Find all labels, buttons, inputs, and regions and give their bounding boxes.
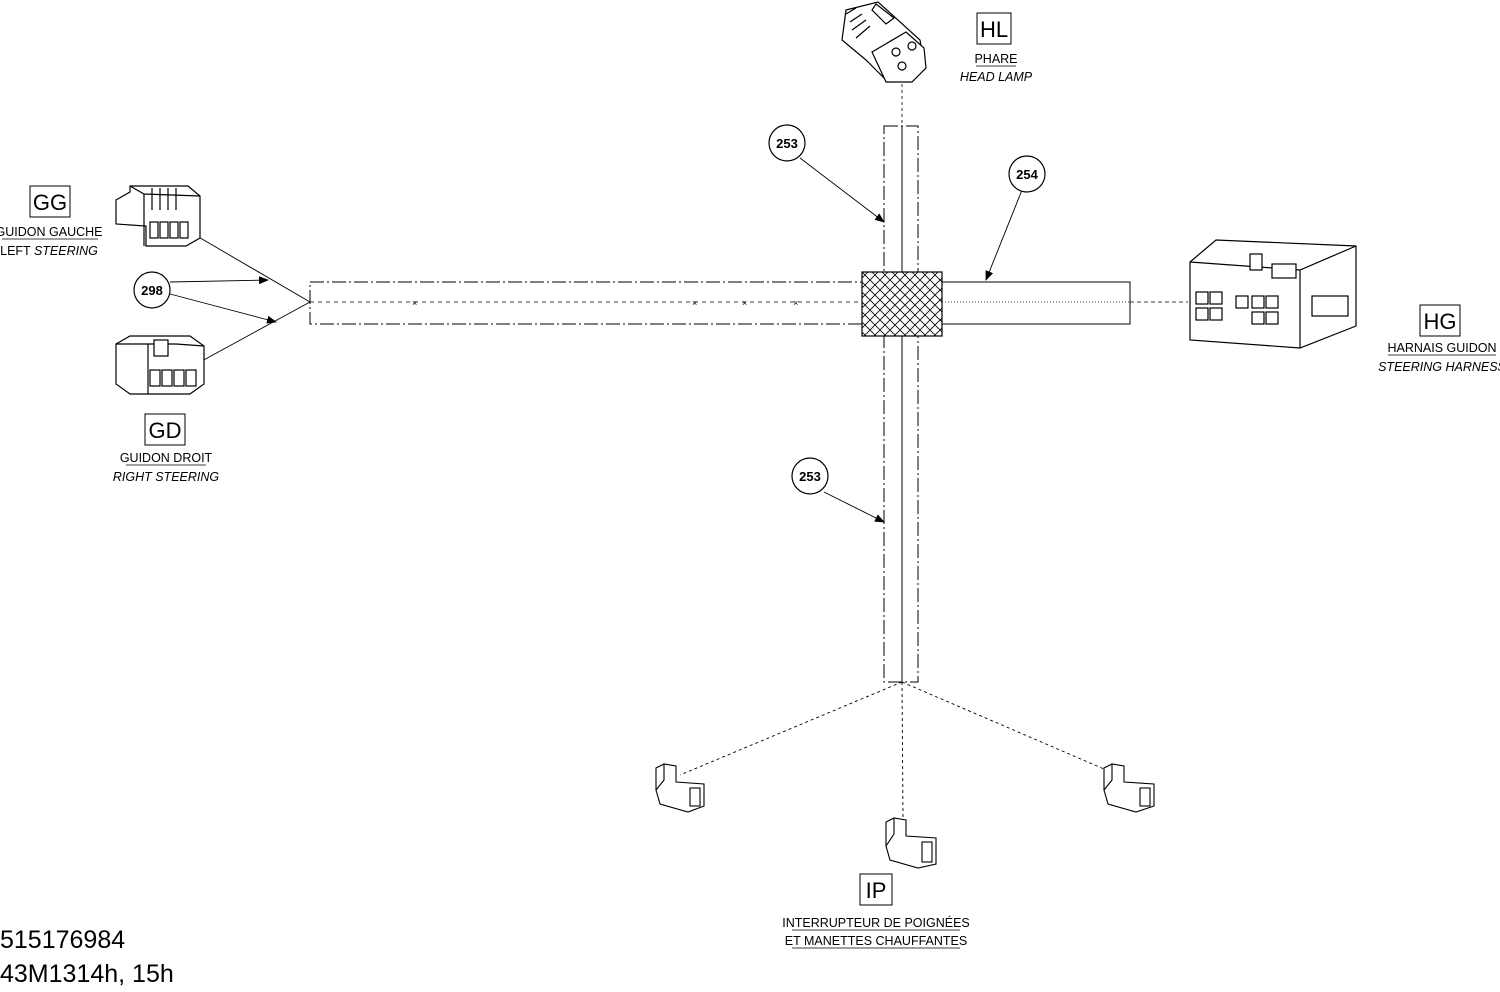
heated-grip-terminal-center-icon	[885, 817, 937, 869]
svg-text:253: 253	[776, 136, 798, 151]
svg-text:298: 298	[141, 283, 163, 298]
switch-breakout-lines	[679, 681, 1119, 819]
steering-harness-connector-icon	[1189, 239, 1357, 349]
svg-text:INTERRUPTEUR DE POIGNÉES: INTERRUPTEUR DE POIGNÉES	[782, 915, 970, 930]
svg-text:×: ×	[412, 298, 417, 308]
horizontal-harness-trunk: × × × ×	[309, 281, 863, 325]
svg-text:GG: GG	[33, 190, 67, 215]
left-steering-connector-icon	[115, 185, 201, 247]
part-number: 515176984	[0, 926, 126, 954]
svg-text:×: ×	[692, 298, 697, 308]
harness-junction-splice	[861, 271, 943, 337]
label-gd: GD GUIDON DROIT RIGHT STEERING	[113, 413, 220, 484]
svg-text:253: 253	[799, 469, 821, 484]
svg-text:RIGHT STEERING: RIGHT STEERING	[113, 470, 220, 484]
right-steering-connector-icon	[115, 335, 205, 395]
callout-254: 254	[1008, 155, 1046, 193]
svg-text:IP: IP	[866, 878, 887, 903]
label-hl: HL PHARE HEAD LAMP	[960, 12, 1033, 84]
label-hg: HG HARNAIS GUIDON STEERING HARNESS	[1378, 304, 1500, 374]
svg-text:STEERING HARNESS: STEERING HARNESS	[1378, 360, 1500, 374]
label-gg: GG GUIDON GAUCHE LEFT STEERING	[0, 185, 102, 258]
svg-text:ET MANETTES CHAUFFANTES: ET MANETTES CHAUFFANTES	[785, 934, 967, 948]
drawing-reference: 43M1314h, 15h	[0, 960, 174, 988]
right-harness-branch	[941, 281, 1188, 325]
svg-text:×: ×	[793, 298, 798, 308]
svg-text:PHARE: PHARE	[974, 52, 1017, 66]
lower-harness-branch	[883, 335, 919, 683]
callout-253-bottom: 253	[791, 457, 829, 495]
svg-text:GUIDON DROIT: GUIDON DROIT	[120, 451, 213, 465]
heated-grip-terminal-left-icon	[655, 763, 705, 813]
svg-text:GUIDON GAUCHE: GUIDON GAUCHE	[0, 225, 102, 239]
label-ip: IP INTERRUPTEUR DE POIGNÉES ET MANETTES …	[782, 873, 970, 949]
svg-text:HARNAIS GUIDON: HARNAIS GUIDON	[1387, 341, 1496, 355]
svg-text:HEAD LAMP: HEAD LAMP	[960, 70, 1033, 84]
upper-harness-branch	[883, 84, 919, 273]
steering-breakout-lines	[189, 231, 311, 363]
svg-text:HG: HG	[1424, 309, 1457, 334]
callout-298: 298	[133, 271, 171, 309]
callout-leaders	[169, 157, 1023, 523]
svg-text:254: 254	[1016, 167, 1038, 182]
svg-text:HL: HL	[980, 17, 1008, 42]
head-lamp-connector-icon	[841, 1, 927, 83]
svg-text:×: ×	[742, 298, 747, 308]
callout-253-top: 253	[768, 124, 806, 162]
heated-grip-terminal-right-icon	[1103, 763, 1155, 813]
svg-text:LEFT STEERING: LEFT STEERING	[0, 244, 98, 258]
svg-text:GD: GD	[149, 418, 182, 443]
